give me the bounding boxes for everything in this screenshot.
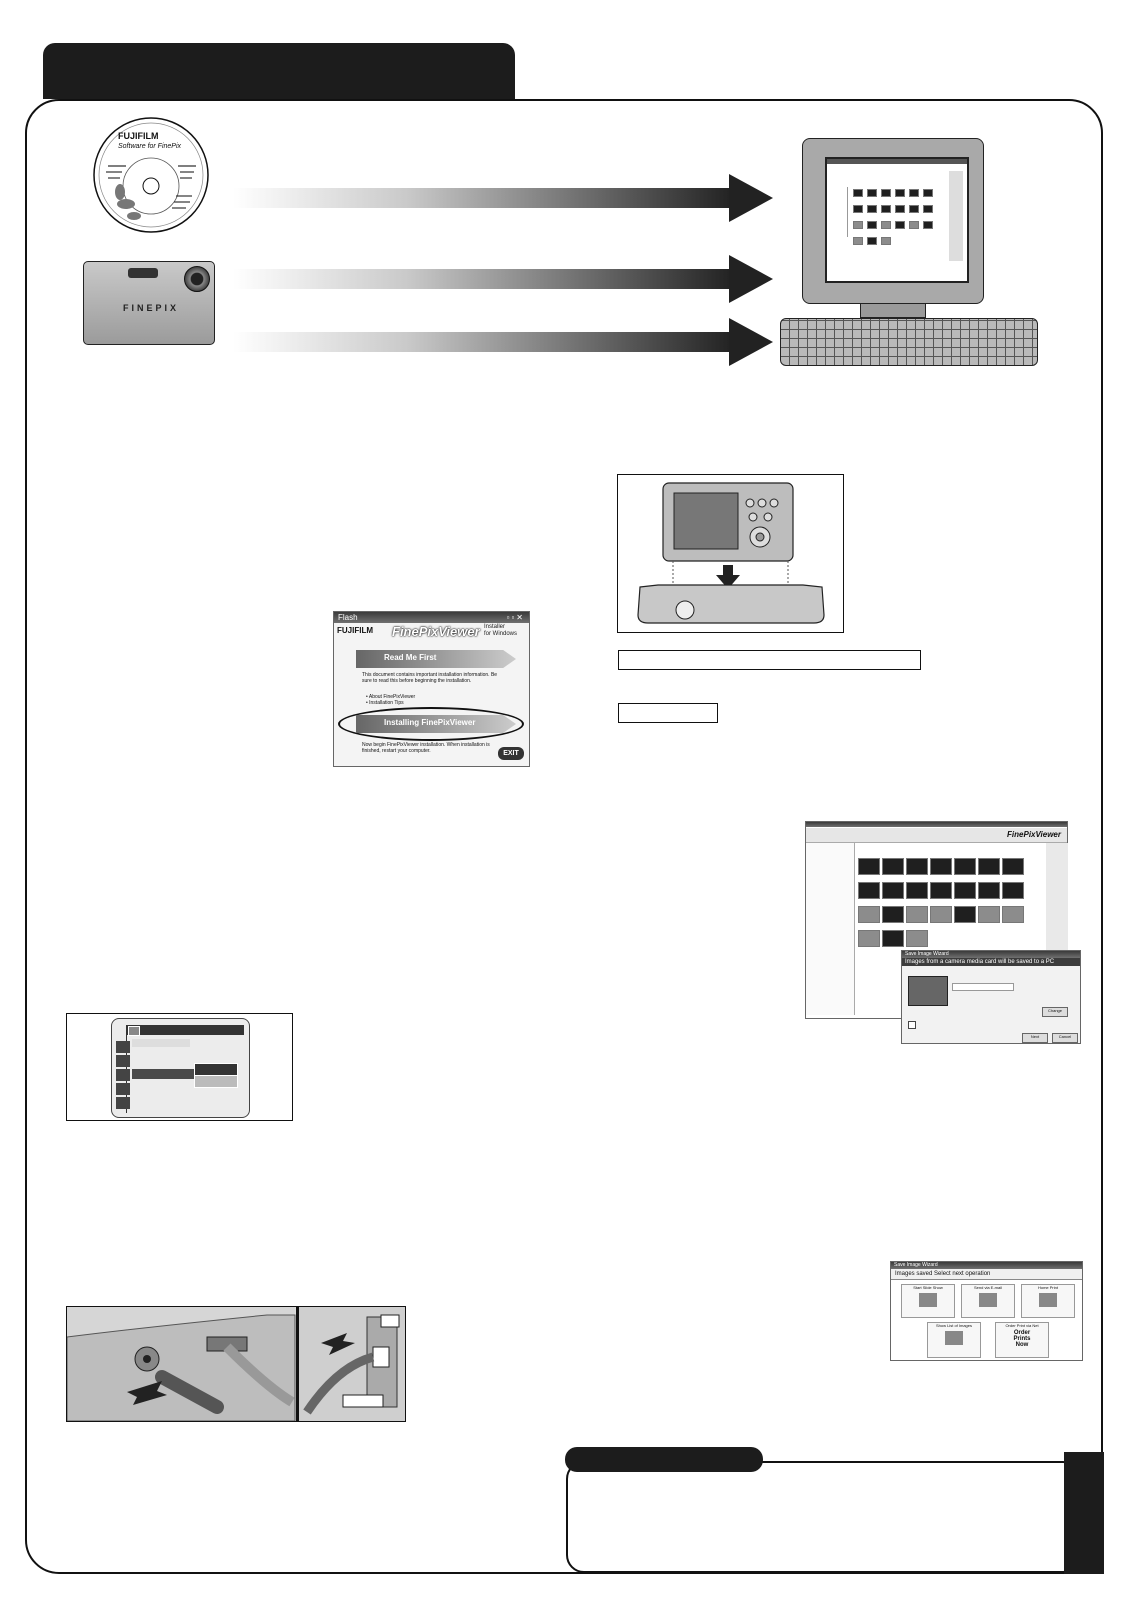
submenu-option-2[interactable] (194, 1075, 238, 1088)
window-controls-icon[interactable]: ▫▫✕ (506, 613, 525, 622)
order-logo-line1: Order (1013, 1330, 1031, 1336)
installing-viewer-label: Installing FinePixViewer (384, 718, 476, 727)
menu-header-icon (128, 1026, 140, 1036)
camera-cradle-photo-box (617, 474, 844, 633)
camera-cradle-illustration (637, 482, 825, 624)
cable-connection-illustration (66, 1307, 405, 1422)
order-print-via-net-button[interactable]: Order Print via Net Order Prints Now (995, 1322, 1049, 1358)
send-via-email-button[interactable]: Send via E-mail (961, 1284, 1015, 1318)
show-list-of-images-button[interactable]: Show List of Images (927, 1322, 981, 1358)
order-print-via-net-label: Order Print via Net (1005, 1323, 1039, 1328)
camera-illustration: FINEPIX (83, 261, 215, 345)
exit-button[interactable]: EXIT (498, 747, 524, 760)
section-title-tab (43, 43, 515, 99)
camera-brand: FINEPIX (122, 303, 179, 313)
install-highlight-oval (338, 707, 524, 741)
save-image-dialog: Save Image Wizard Images from a camera m… (901, 950, 1081, 1044)
order-logo-line2: Prints (1013, 1336, 1031, 1342)
page-side-tab (1064, 1452, 1104, 1574)
camera-lens (184, 266, 210, 292)
save-image-dialog-photo (908, 976, 948, 1006)
caption-box-1 (618, 650, 921, 670)
bullet-installation-tips[interactable]: • Installation Tips (366, 700, 404, 706)
monitor-screen (825, 157, 969, 283)
bullet-about-viewer[interactable]: • About FinePixViewer (366, 694, 416, 700)
installer-subtitle: Installer for Windows (484, 624, 517, 638)
start-slide-show-button[interactable]: Start Slide Show (901, 1284, 955, 1318)
home-print-button[interactable]: Home Print (1021, 1284, 1075, 1318)
image-list-icon (945, 1331, 963, 1345)
home-print-label: Home Print (1037, 1285, 1058, 1290)
installing-viewer-text: Now begin FinePixViewer installation. Wh… (362, 742, 490, 754)
installer-window: Flash ▫▫✕ FUJIFILM FinePixViewer Install… (333, 611, 530, 767)
save-image-dialog-heading: Images from a camera media card will be … (902, 958, 1080, 966)
page-frame (25, 99, 1103, 1574)
installer-subtitle-line2: for Windows (484, 631, 518, 637)
email-icon (979, 1293, 997, 1307)
read-me-first-text: This document contains important install… (362, 672, 498, 684)
read-me-first-button[interactable]: Read Me First (356, 650, 516, 668)
viewer-toolbar: FinePixViewer (806, 828, 1067, 843)
printer-icon (1039, 1293, 1057, 1307)
menu-icon-1[interactable] (116, 1041, 130, 1053)
save-image-dialog-folder-field[interactable] (952, 983, 1014, 991)
note-panel-tab (565, 1447, 763, 1472)
next-operation-wizard: Save Image Wizard Images saved Select ne… (890, 1261, 1083, 1361)
read-me-first-label: Read Me First (384, 653, 437, 662)
save-image-dialog-checkbox[interactable] (908, 1021, 916, 1029)
viewer-folder-tree[interactable] (806, 843, 855, 1015)
camera-flash (128, 268, 158, 278)
menu-selected-row[interactable] (132, 1069, 207, 1079)
start-slide-show-label: Start Slide Show (913, 1285, 943, 1290)
caption-box-2 (618, 703, 718, 723)
computer-monitor (802, 138, 984, 304)
installer-product: FinePixViewer (392, 624, 480, 639)
cable-connection-photo (66, 1306, 406, 1422)
arrow-camera-to-pc-1 (233, 255, 773, 303)
menu-icon-5[interactable] (116, 1097, 130, 1109)
cd-rom-illustration (93, 117, 209, 233)
bullet-about-viewer-label: About FinePixViewer (368, 694, 416, 700)
bullet-installation-tips-label: Installation Tips (369, 700, 404, 706)
menu-icon-4[interactable] (116, 1083, 130, 1095)
keyboard-illustration (780, 318, 1038, 366)
arrow-camera-to-pc-2 (233, 318, 773, 366)
installer-titlebar: Flash ▫▫✕ (334, 612, 529, 623)
note-panel (566, 1461, 1081, 1573)
slide-show-icon (919, 1293, 937, 1307)
arrow-cd-to-pc (233, 174, 773, 222)
camera-menu-photo-box (66, 1013, 293, 1121)
cd-label: Software for FinePix (118, 143, 182, 150)
next-operation-wizard-title: Save Image Wizard (891, 1262, 1082, 1269)
installer-brand: FUJIFILM (337, 626, 373, 635)
next-button[interactable]: Next (1022, 1033, 1048, 1043)
show-list-of-images-label: Show List of Images (935, 1323, 973, 1328)
viewer-logo: FinePixViewer (1007, 830, 1061, 839)
cd-brand: FUJIFILM (118, 131, 159, 141)
order-prints-now-logo: Order Prints Now (996, 1330, 1048, 1348)
cancel-button[interactable]: Cancel (1052, 1033, 1078, 1043)
viewer-titlebar (806, 822, 1067, 827)
menu-icon-2[interactable] (116, 1055, 130, 1067)
installer-subtitle-line1: Installer (484, 624, 506, 630)
monitor-stand (860, 304, 926, 318)
send-via-email-label: Send via E-mail (973, 1285, 1002, 1290)
installing-viewer-button[interactable]: Installing FinePixViewer (356, 715, 516, 733)
menu-icon-3[interactable] (116, 1069, 130, 1081)
next-operation-heading: Images saved Select next operation (891, 1269, 1082, 1280)
camera-lcd-menu (111, 1018, 250, 1118)
installer-window-title: Flash (338, 613, 358, 622)
order-logo-line3: Now (1015, 1342, 1029, 1348)
change-button[interactable]: Change (1042, 1007, 1068, 1017)
save-image-dialog-title: Save Image Wizard (902, 951, 1080, 958)
menu-header-bar (126, 1025, 244, 1036)
